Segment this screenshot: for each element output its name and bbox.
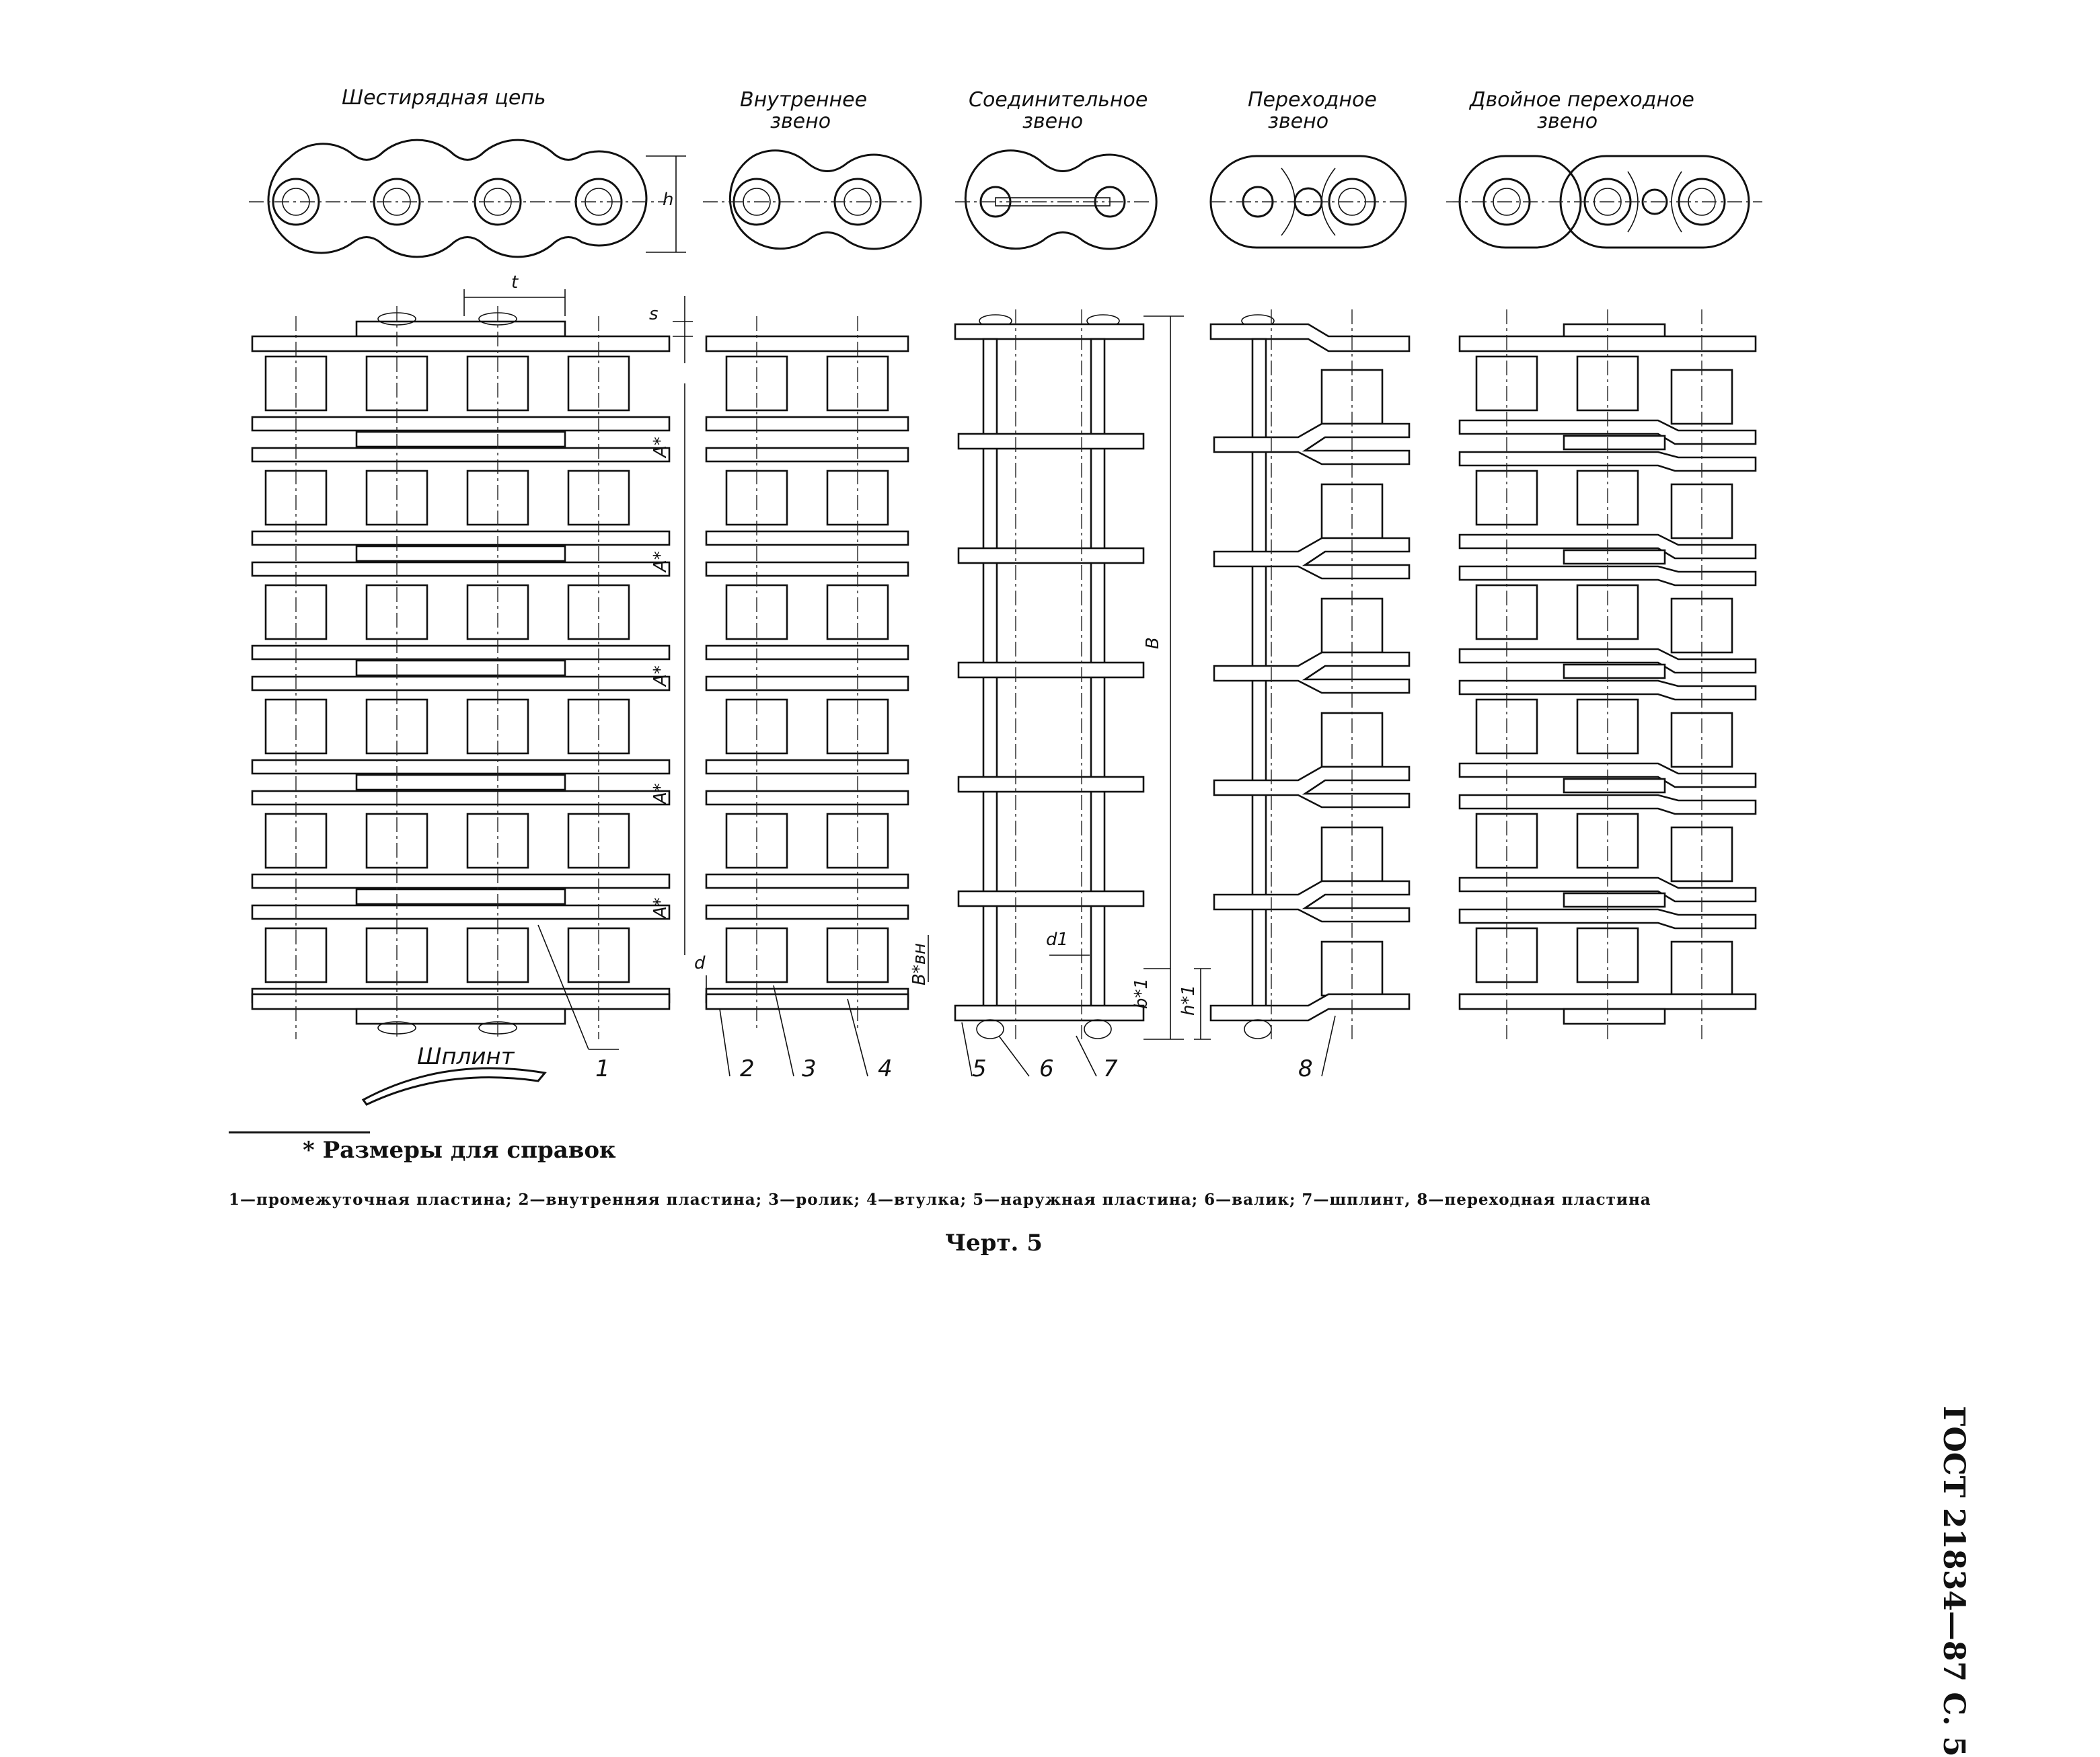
inner-plate: [705, 790, 909, 806]
inner-link-plan: [705, 316, 929, 1029]
chain-drawing: Шестирядная цепь Внутреннее звено Соедин…: [249, 86, 1762, 1106]
callout-4: 4: [878, 1055, 893, 1082]
dim-h1: h*1: [1178, 985, 1199, 1016]
transition-link-top-view: [1209, 155, 1407, 249]
intermediate-plate: [251, 416, 671, 432]
double-transition-plan: [1458, 309, 1757, 1039]
transition-plate: [1458, 679, 1757, 701]
inner-plate: [705, 675, 909, 691]
title-double-transition-1: Двойное переходное: [1468, 88, 1694, 112]
title-transition-link-1: Переходное: [1248, 88, 1377, 112]
connecting-link-plan: [954, 309, 1184, 1040]
intermediate-plate: [355, 545, 566, 562]
intermediate-plate: [1563, 892, 1666, 908]
dim-A-1: A*: [650, 437, 671, 459]
callout-2: 2: [740, 1055, 755, 1082]
intermediate-plate: [251, 561, 671, 577]
intermediate-plate: [251, 790, 671, 806]
connecting-link-top-view: [955, 149, 1158, 250]
intermediate-plate: [251, 675, 671, 691]
title-double-transition-2: звено: [1537, 110, 1598, 133]
transition-plate: [1458, 451, 1757, 472]
dim-A-2: A*: [650, 551, 671, 573]
inner-link-top-view: [703, 149, 922, 250]
intermediate-plate: [251, 644, 671, 661]
dim-A-3: A*: [650, 665, 671, 687]
cotter-pin-label: Шплинт: [417, 1043, 515, 1070]
intermediate-plate: [251, 759, 671, 775]
transition-plate: [1213, 422, 1411, 465]
title-connecting-link-1: Соединительное: [969, 88, 1148, 112]
inner-plate: [705, 447, 909, 463]
inner-plate: [705, 644, 909, 661]
intermediate-plate: [1563, 778, 1666, 794]
transition-plate: [1213, 880, 1411, 923]
callout-1: 1: [595, 1055, 610, 1082]
dim-A-5: A*: [650, 897, 671, 920]
dim-d1: d1: [1046, 930, 1068, 950]
inner-plate: [705, 873, 909, 889]
intermediate-plate: [251, 873, 671, 889]
intermediate-plate: [355, 888, 566, 905]
title-inner-link-2: звено: [770, 110, 831, 133]
cotter-pin-sketch: [361, 1067, 547, 1106]
callouts: 1 2 3 4 5 6 7 8: [537, 924, 1336, 1082]
transition-link-plan: [1194, 309, 1411, 1040]
dim-h: h: [663, 190, 673, 210]
intermediate-plate: [251, 904, 671, 920]
callout-7: 7: [1103, 1055, 1118, 1082]
intermediate-plate: [251, 447, 671, 463]
callout-6: 6: [1039, 1055, 1054, 1082]
six-row-top-view: [249, 139, 686, 258]
dim-B: B: [1143, 637, 1163, 649]
footnote-rule: [229, 1131, 370, 1133]
footnote: * Размеры для справок: [303, 1137, 616, 1164]
transition-plate: [1213, 651, 1411, 694]
callout-3: 3: [802, 1055, 817, 1082]
dim-b1: b*1: [1131, 978, 1152, 1009]
dim-d: d: [694, 953, 706, 973]
six-row-chain-plan: [251, 289, 693, 1039]
intermediate-plate: [355, 659, 566, 677]
dim-t: t: [511, 272, 519, 293]
intermediate-plate: [251, 530, 671, 546]
standard-reference: ГОСТ 21834—87 С. 5: [1937, 1406, 1971, 1757]
intermediate-plate: [355, 431, 566, 448]
intermediate-plate: [1563, 663, 1666, 679]
inner-plate: [705, 530, 909, 546]
legend: 1—промежуточная пластина; 2—внутренняя п…: [229, 1191, 1651, 1209]
transition-plate: [1458, 876, 1757, 903]
inner-plate: [705, 904, 909, 920]
title-inner-link-1: Внутреннее: [740, 88, 867, 112]
roller: [1475, 355, 1538, 412]
intermediate-plate: [1563, 549, 1666, 565]
title-transition-link-2: звено: [1268, 110, 1328, 133]
callout-5: 5: [972, 1055, 987, 1082]
intermediate-plate: [1563, 435, 1666, 451]
figure-caption: Черт. 5: [945, 1230, 1043, 1257]
dim-Bvn: B*вн: [909, 943, 930, 985]
title-six-row-chain: Шестирядная цепь: [342, 86, 546, 110]
transition-plate: [1213, 537, 1411, 580]
inner-plate: [705, 759, 909, 775]
intermediate-plate: [355, 774, 566, 791]
inner-plate: [705, 561, 909, 577]
double-transition-top-view: [1446, 155, 1762, 249]
dim-A-4: A*: [650, 783, 671, 805]
transition-plate: [1213, 765, 1411, 809]
title-connecting-link-2: звено: [1022, 110, 1083, 133]
callout-8: 8: [1298, 1055, 1313, 1082]
inner-plate: [705, 416, 909, 432]
dim-s: s: [649, 304, 659, 324]
